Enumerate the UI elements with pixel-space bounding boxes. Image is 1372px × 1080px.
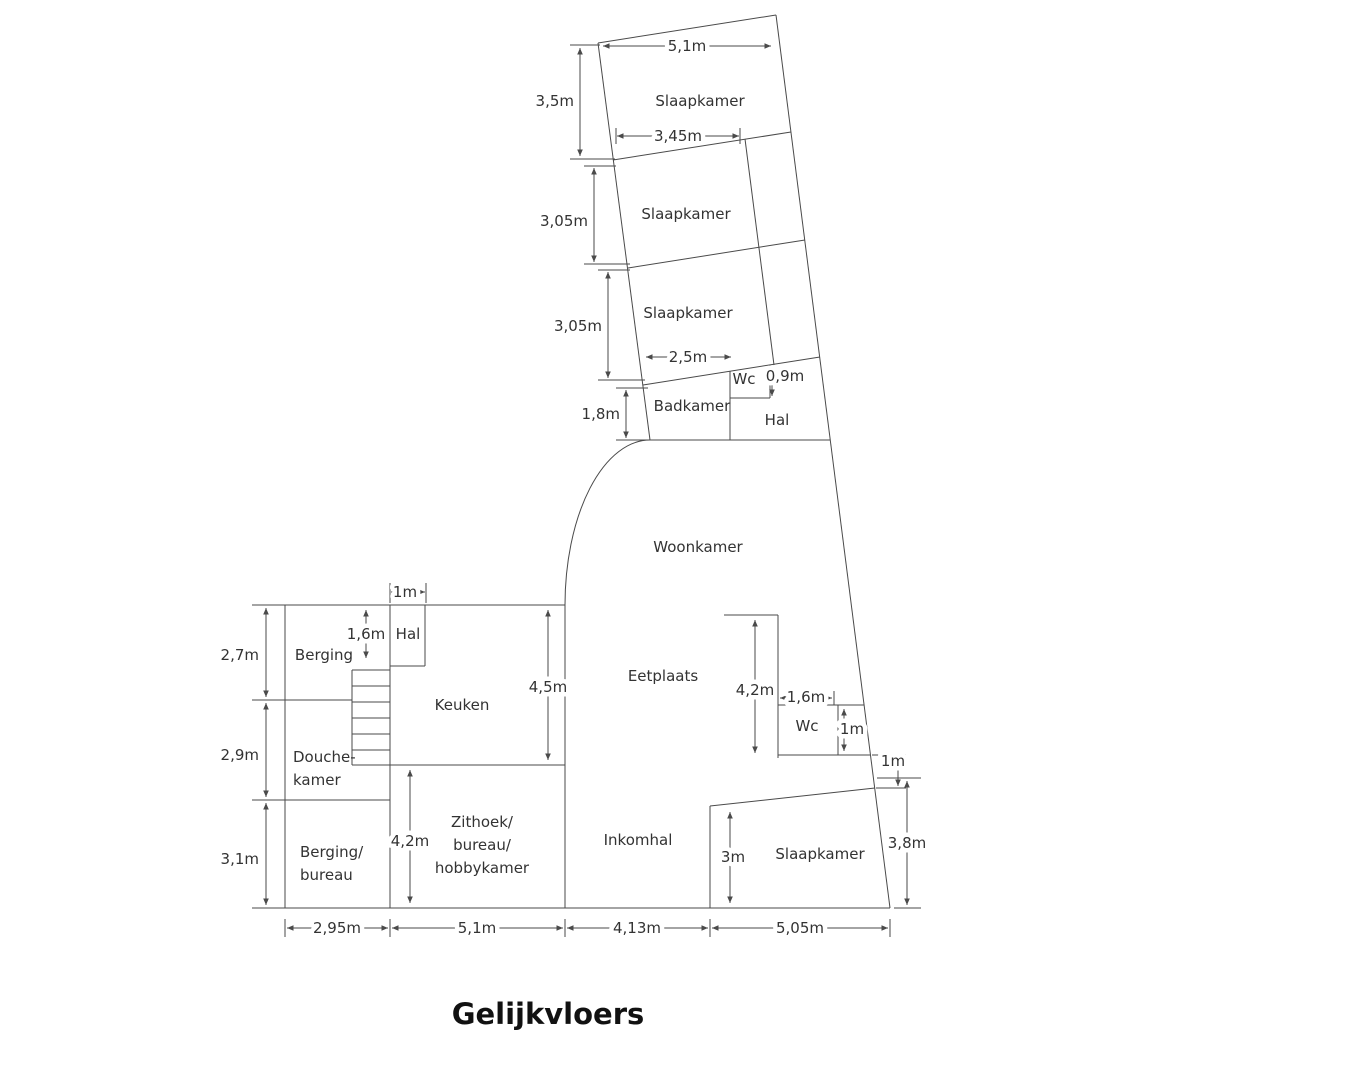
wall-corridor <box>744 138 775 366</box>
dim-label-slaapkamer4-depth: 3m <box>721 848 745 866</box>
dim-label-keuken-depth: 4,5m <box>529 678 567 696</box>
dim-label-wing-width: 5,1m <box>668 37 706 55</box>
label-douchekamer-2: kamer <box>293 771 341 789</box>
dim-label-bottom-1: 2,95m <box>313 919 361 937</box>
dim-label-berging-depth: 2,7m <box>221 646 259 664</box>
label-hal: Hal <box>396 625 421 643</box>
dim-label-wc-upper-depth: 0,9m <box>766 367 804 385</box>
label-slaapkamer-4: Slaapkamer <box>775 845 865 863</box>
dim-wc-mid-width: 1,6m <box>780 684 835 711</box>
staircase <box>351 669 390 766</box>
dim-label-bottom-4: 5,05m <box>776 919 824 937</box>
dim-label-badkamer-width: 2,5m <box>669 348 707 366</box>
dim-label-douchekamer-depth: 2,9m <box>221 746 259 764</box>
left-dim-ticks <box>252 604 285 909</box>
dim-douchekamer-depth: 2,9m <box>216 703 269 797</box>
dim-slaapkamer4-right-depth: 3,8m <box>877 777 931 909</box>
main-walls <box>284 439 890 909</box>
wall-wing-left <box>597 42 651 441</box>
label-berging: Berging <box>295 646 353 664</box>
dim-label-wc-mid-closet-depth: 1m <box>840 720 864 738</box>
dim-badkamer-width: 2,5m <box>646 344 731 371</box>
dim-wing-width: 5,1m <box>603 33 771 60</box>
label-wc-upper: Wc <box>732 370 755 388</box>
dim-badkamer-depth: 1,8m <box>577 387 650 441</box>
wall-slaapkamer4-top <box>709 787 876 807</box>
label-inkomhal: Inkomhal <box>604 831 673 849</box>
wall-slaapkamer1-2 <box>612 131 792 161</box>
dim-wc-mid-closet-depth: 1m <box>835 709 869 751</box>
wall-woonkamer-curve <box>564 439 651 606</box>
label-slaapkamer-2: Slaapkamer <box>641 205 731 223</box>
dim-label-right-offset: 1m <box>881 752 905 770</box>
dim-label-hal-door-width: 1m <box>393 583 417 601</box>
dim-hal-door-width: 1m <box>388 579 427 606</box>
dim-eetplaats-depth: 4,2m <box>731 620 779 753</box>
label-wc-mid: Wc <box>795 717 818 735</box>
dim-right-offset: 1m <box>872 748 910 789</box>
dim-label-slaapkamer23-width: 3,45m <box>654 127 702 145</box>
label-berging-bureau-1: Berging/ <box>300 843 364 861</box>
wall-slaapkamer2-3 <box>627 239 806 269</box>
dim-bottom-chain: 2,95m 5,1m 4,13m 5,05m <box>284 915 891 942</box>
upper-wing-walls <box>597 14 891 909</box>
dim-label-berging-bureau-depth: 3,1m <box>221 850 259 868</box>
dim-label-zithoek-depth: 4,2m <box>391 832 429 850</box>
dim-slaapkamer4-depth: 3m <box>716 812 750 903</box>
dim-label-wc-mid-width: 1,6m <box>787 688 825 706</box>
label-slaapkamer-1: Slaapkamer <box>655 92 745 110</box>
wall-slaapkamer3-badkamer <box>642 356 821 386</box>
label-slaapkamer-3: Slaapkamer <box>643 304 733 322</box>
label-eetplaats: Eetplaats <box>628 667 699 685</box>
dim-label-eetplaats-depth: 4,2m <box>736 681 774 699</box>
dim-label-slaapkamer2-depth: 3,05m <box>540 212 588 230</box>
label-keuken: Keuken <box>435 696 490 714</box>
dim-berging-bureau-depth: 3,1m <box>216 803 269 905</box>
dim-label-slaapkamer3-depth: 3,05m <box>554 317 602 335</box>
label-zithoek-1: Zithoek/ <box>451 813 514 831</box>
dim-label-bottom-3: 4,13m <box>613 919 661 937</box>
wall-wing-top <box>597 14 777 44</box>
dim-slaapkamer1-depth: 3,5m <box>531 44 615 160</box>
dim-wc-upper-depth: 0,9m <box>761 363 809 396</box>
floor-title: Gelijkvloers <box>452 997 645 1031</box>
label-douchekamer-1: Douche- <box>293 748 356 766</box>
dim-label-hal-stair-depth: 1,6m <box>347 625 385 643</box>
dim-berging-depth: 2,7m <box>216 608 269 697</box>
dim-zithoek-depth: 4,2m <box>386 770 434 903</box>
dim-slaapkamer23-width: 3,45m <box>615 123 741 150</box>
dim-keuken-depth: 4,5m <box>524 610 572 760</box>
label-zithoek-3: hobbykamer <box>435 859 530 877</box>
label-woonkamer: Woonkamer <box>653 538 743 556</box>
label-badkamer: Badkamer <box>654 397 731 415</box>
room-labels: Slaapkamer Slaapkamer Slaapkamer Wc Badk… <box>293 92 865 884</box>
dim-label-badkamer-depth: 1,8m <box>582 405 620 423</box>
dim-label-bottom-2: 5,1m <box>458 919 496 937</box>
dim-slaapkamer3-depth: 3,05m <box>549 269 645 381</box>
label-hal-upper: Hal <box>765 411 790 429</box>
wall-right-exterior <box>775 14 891 909</box>
dim-label-slaapkamer1-depth: 3,5m <box>536 92 574 110</box>
label-berging-bureau-2: bureau <box>300 866 353 884</box>
label-zithoek-2: bureau/ <box>453 836 512 854</box>
dim-label-slaapkamer4-right-depth: 3,8m <box>888 834 926 852</box>
